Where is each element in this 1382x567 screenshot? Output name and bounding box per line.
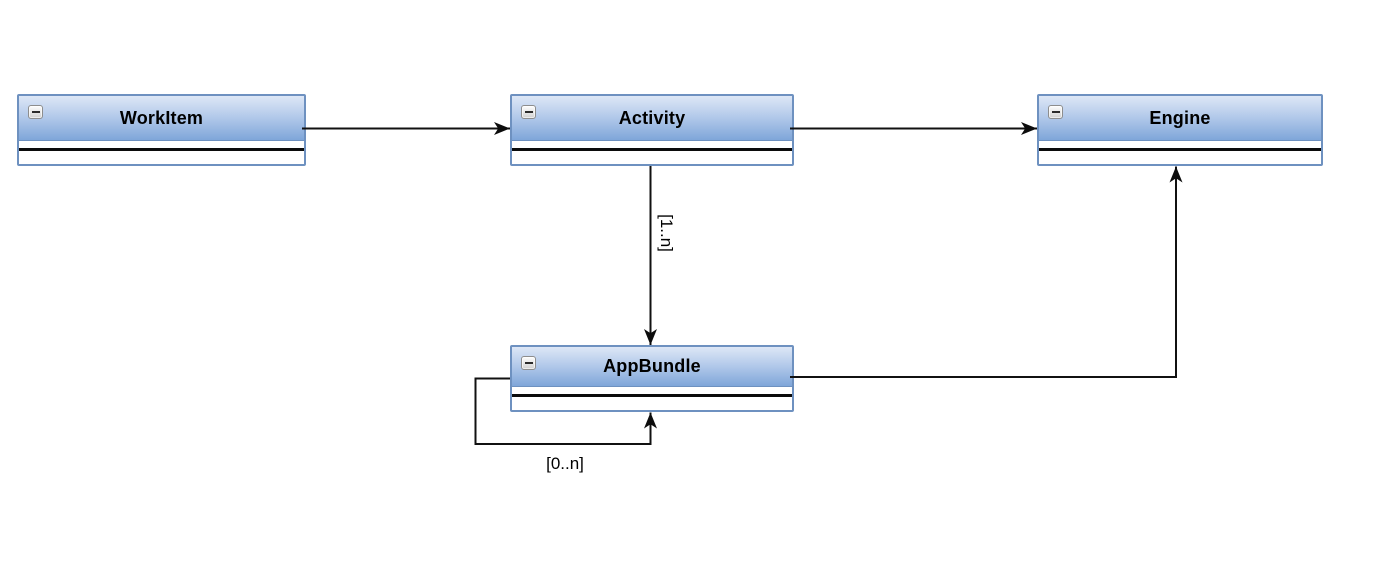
minus-icon <box>524 362 533 364</box>
multiplicity-label-1-n: [1..n] <box>657 214 676 252</box>
operations-compartment <box>512 151 792 164</box>
attributes-compartment <box>19 141 304 148</box>
attributes-compartment <box>1039 141 1321 148</box>
class-node-appbundle[interactable]: AppBundle <box>510 345 794 412</box>
minus-icon <box>524 111 533 113</box>
collapse-button[interactable] <box>1048 105 1063 119</box>
node-header: Activity <box>512 96 792 141</box>
compartment-divider <box>19 148 304 151</box>
node-title: Activity <box>618 107 686 128</box>
class-node-engine[interactable]: Engine <box>1037 94 1323 166</box>
compartment-divider <box>512 394 792 397</box>
attributes-compartment <box>512 141 792 148</box>
multiplicity-label-0-n: [0..n] <box>546 454 584 473</box>
compartment-divider <box>1039 148 1321 151</box>
node-title: WorkItem <box>119 107 204 128</box>
attributes-compartment <box>512 387 792 394</box>
collapse-button[interactable] <box>521 105 536 119</box>
minus-icon <box>1051 111 1060 113</box>
class-node-workitem[interactable]: WorkItem <box>17 94 306 166</box>
operations-compartment <box>1039 151 1321 164</box>
operations-compartment <box>512 397 792 410</box>
collapse-button[interactable] <box>521 356 536 370</box>
operations-compartment <box>19 151 304 164</box>
minus-icon <box>31 111 40 113</box>
node-header: WorkItem <box>19 96 304 141</box>
node-title: AppBundle <box>603 356 701 376</box>
compartment-divider <box>512 148 792 151</box>
node-header: Engine <box>1039 96 1321 141</box>
collapse-button[interactable] <box>28 105 43 119</box>
edge-appbundle-to-engine <box>790 166 1183 378</box>
node-title: Engine <box>1149 107 1211 128</box>
class-node-activity[interactable]: Activity <box>510 94 794 166</box>
node-header: AppBundle <box>512 347 792 387</box>
